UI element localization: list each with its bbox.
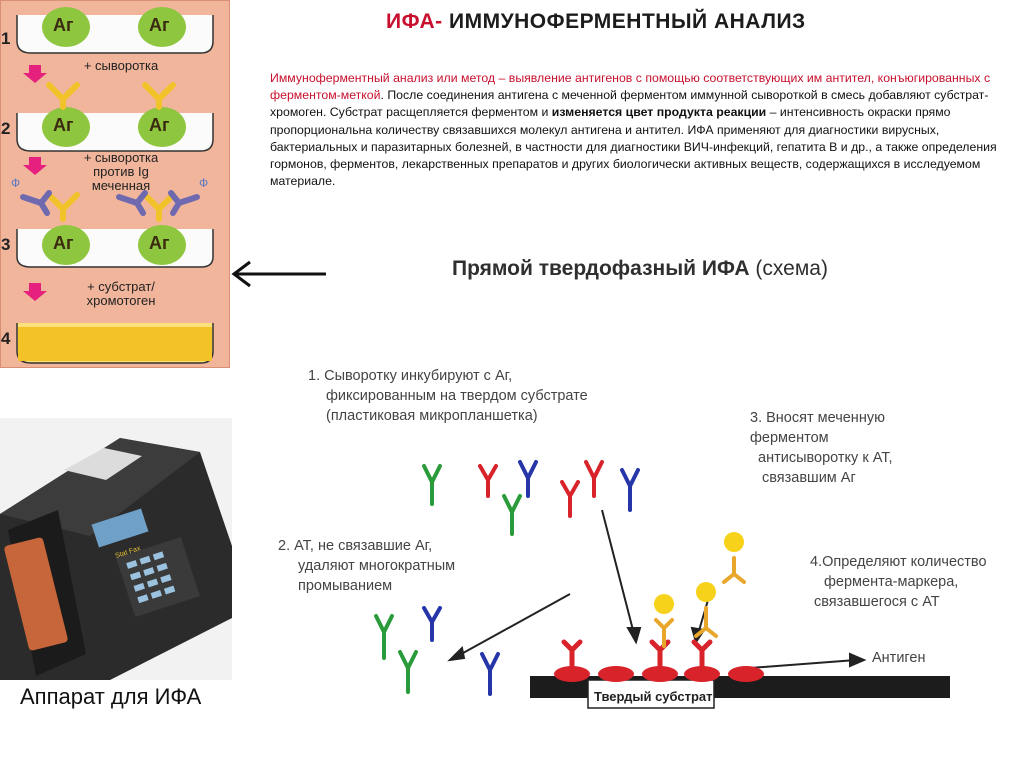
antibody-blue [480,652,500,696]
antibody-green [502,494,522,536]
step-text: меченная [91,178,151,193]
antigen-circle [138,7,186,47]
device-caption: Аппарат для ИФА [20,684,202,709]
scheme-note-2: 2. АТ, не связавшие Аг, удаляют многокра… [278,536,455,596]
printer [64,448,142,480]
note-line: 2. АТ, не связавшие Аг, [278,538,433,554]
ifa-steps-panel: Ф Ф 1 2 3 4 Аг Аг Аг Аг Аг Аг + сыворотк… [0,0,230,368]
antigen-label: Аг [149,233,170,253]
note-line: фиксированным на твердом субстрате [326,388,588,404]
note-line: ферментом [750,430,829,446]
title-highlight: ИФА- [386,10,443,33]
substrate-label: Твердый субстрат [594,689,713,704]
keypad [116,537,200,617]
antigen-label: Аг [149,115,170,135]
note-line: 3. Вносят меченную [750,410,885,426]
scheme-note-1: 1. Сыворотку инкубируют с Аг, фиксирован… [308,366,588,426]
step-number: 3 [1,235,11,254]
scheme-note-4: 4.Определяют количество фермента-маркера… [810,552,987,612]
antibody-yellow [46,82,176,222]
note-line: связавшим Аг [762,470,856,486]
antigen-label: Аг [53,15,74,35]
pointer-arrow [231,260,326,288]
step-text: хромотоген [86,293,156,308]
antibody-red [478,464,498,498]
title-main: ИММУНОФЕРМЕНТНЫЙ АНАЛИЗ [449,10,806,33]
antigen-circle [42,107,90,147]
definition-paragraph: Иммуноферментный анализ или метод – выяв… [270,70,1010,190]
step-text: + сыворотка [83,58,159,73]
note-line: фермента-маркера, [824,574,959,590]
anti-ig-antibody [20,190,200,216]
note-line: удаляют многократным [298,558,456,574]
antigen-circle [42,7,90,47]
definition-bold: изменяется цвет продукта реакции [551,105,767,120]
scheme-title: Прямой твердофазный ИФА (схема) [452,257,828,281]
ifa-steps-diagram: Ф Ф [11,7,214,364]
enzyme-label-circles [654,532,744,614]
antigen-circle [42,225,90,265]
antigen-callout: Антиген [872,650,926,666]
antibody-blue [620,468,640,512]
enzyme-label: Ф [199,176,208,190]
scheme-diagram [374,460,950,709]
bound-antibodies [561,639,713,671]
step-text: против Ig [93,164,149,179]
note-line: 4.Определяют количество [810,554,987,570]
enzyme-label: Ф [11,176,20,190]
definition-red: Иммуноферментный анализ или метод – выяв… [270,71,991,103]
substrate-label-box [587,679,715,709]
arrow-antigen [749,659,857,669]
antibody-blue [518,460,538,498]
note-line: антисыворотку к АТ, [758,450,893,466]
antibody-green [398,650,418,694]
antibody-red [560,480,580,518]
antibody-green [422,464,442,506]
microplate-wells [4,537,68,651]
colored-product [18,327,212,361]
antigen-circle [138,107,186,147]
arrow-bind [601,509,635,635]
step-number: 1 [1,29,11,48]
antibody-red [584,460,604,498]
note-line: 1. Сыворотку инкубируют с Аг, [308,368,513,384]
antigen-circle [138,225,186,265]
step-text: + сыворотка [83,150,159,165]
antigen-label: Аг [149,15,170,35]
step-arrow [23,157,47,175]
arrow-wash [453,593,571,659]
step-number: 4 [1,329,11,348]
scheme-title-main: Прямой твердофазный ИФА [452,257,750,280]
labeled-antibodies [654,556,746,648]
definition-text: – интенсивность окраски прямо пропорцион… [270,105,997,189]
scheme-note-3: 3. Вносят меченную ферментом антисыворот… [750,408,893,488]
display-screen [91,508,149,548]
antigen-label: Аг [53,233,74,253]
antibody-green [374,614,394,660]
note-line: (пластиковая микропланшетка) [326,408,538,424]
note-line: промыванием [298,578,393,594]
antigen-label: Аг [53,115,74,135]
step-arrow [23,283,47,301]
definition-text: . После соединения антигена с меченной ф… [270,88,989,120]
scheme-title-note: (схема) [755,257,828,280]
step-arrow [23,65,47,83]
antigens [554,666,764,682]
slide-title: ИФА- ИММУНОФЕРМЕНТНЫЙ АНАЛИЗ [386,10,806,34]
elisa-reader-device: Stat Fax [0,418,232,680]
antibody-blue [422,606,442,642]
note-line: связавшегося с АТ [814,594,940,610]
step-text: + субстрат/ [87,279,155,294]
step-number: 2 [1,119,11,138]
